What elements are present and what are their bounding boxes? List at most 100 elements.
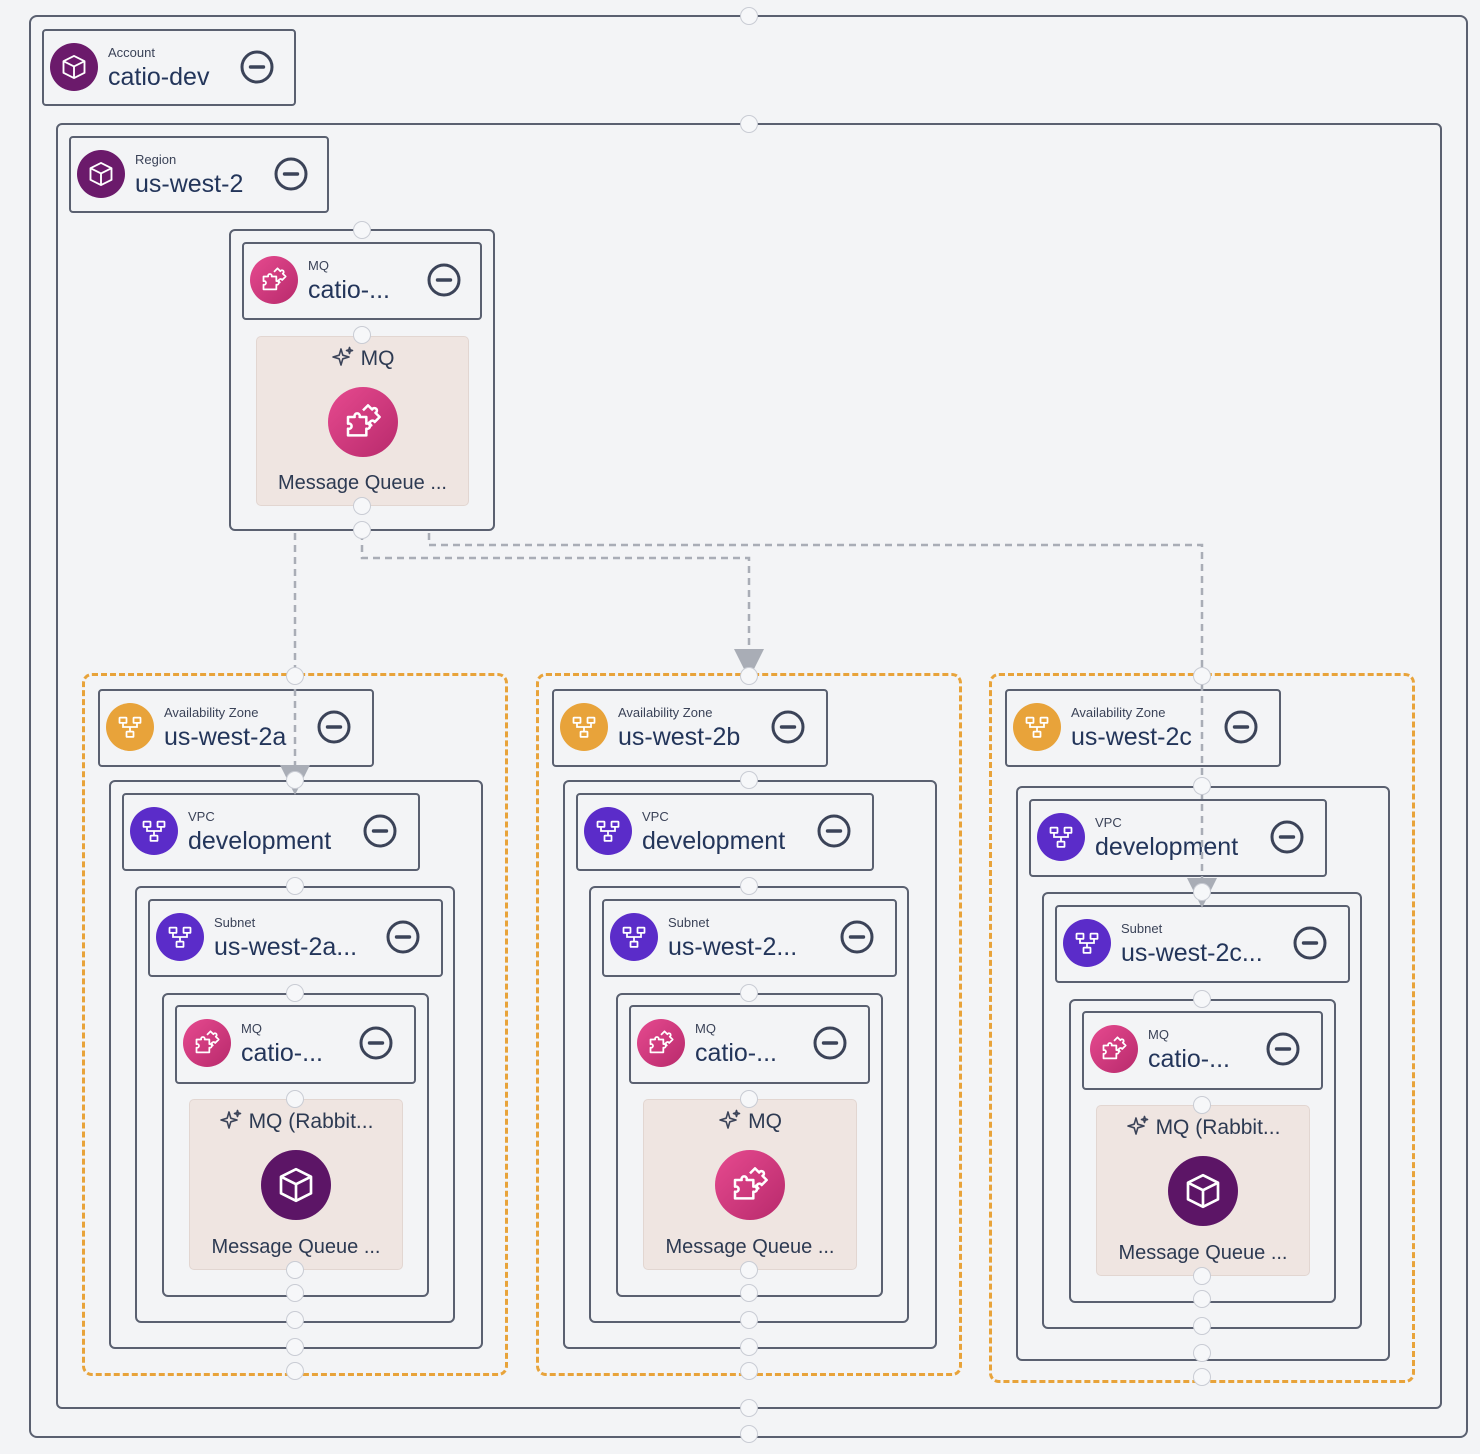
connection-handle[interactable] [740, 7, 758, 25]
vpc-header[interactable]: VPC development [122, 793, 420, 871]
connection-handle[interactable] [1193, 990, 1211, 1008]
collapse-icon[interactable] [363, 814, 397, 848]
collapse-icon[interactable] [274, 157, 308, 191]
sparkle-icon [1126, 1115, 1156, 1139]
network-icon [584, 807, 632, 855]
connection-handle[interactable] [1193, 1267, 1211, 1285]
mq-card[interactable]: MQ (Rabbit... Message Queue ... [1096, 1105, 1310, 1276]
puzzle-icon [637, 1019, 685, 1067]
vpc-caption: VPC [188, 809, 215, 824]
connection-handle[interactable] [286, 984, 304, 1002]
subnet-header[interactable]: Subnet us-west-2a... [148, 899, 443, 977]
regional-mq-header[interactable]: MQ catio-... [242, 242, 482, 320]
availability-zone-header[interactable]: Availability Zone us-west-2a [98, 689, 374, 767]
connection-handle[interactable] [740, 115, 758, 133]
puzzle-icon [183, 1019, 231, 1067]
connection-handle[interactable] [1193, 1317, 1211, 1335]
network-icon [610, 913, 658, 961]
vpc-header[interactable]: VPC development [1029, 799, 1327, 877]
mq-caption: MQ [308, 258, 329, 273]
collapse-icon[interactable] [840, 920, 874, 954]
connection-handle[interactable] [353, 521, 371, 539]
connection-handle[interactable] [353, 221, 371, 239]
connection-handle[interactable] [740, 1284, 758, 1302]
connection-handle[interactable] [353, 497, 371, 515]
collapse-icon[interactable] [359, 1026, 393, 1060]
collapse-icon[interactable] [240, 50, 274, 84]
mq-name: catio-... [241, 1039, 323, 1067]
collapse-icon[interactable] [1224, 710, 1258, 744]
connection-handle[interactable] [286, 667, 304, 685]
connection-handle[interactable] [286, 1338, 304, 1356]
regional-mq-card[interactable]: MQ Message Queue ... [256, 336, 469, 506]
subnet-name: us-west-2c... [1121, 939, 1263, 967]
collapse-icon[interactable] [386, 920, 420, 954]
collapse-icon[interactable] [1270, 820, 1304, 854]
mq-name: catio-... [308, 276, 390, 304]
region-name: us-west-2 [135, 170, 244, 198]
connection-handle[interactable] [740, 1338, 758, 1356]
mq-card[interactable]: MQ (Rabbit... Message Queue ... [189, 1099, 403, 1270]
vpc-name: development [1095, 833, 1239, 861]
connection-handle[interactable] [1193, 1344, 1211, 1362]
collapse-icon[interactable] [1266, 1032, 1300, 1066]
collapse-icon[interactable] [771, 710, 805, 744]
mq-header[interactable]: MQ catio-... [175, 1005, 416, 1084]
vpc-header[interactable]: VPC development [576, 793, 874, 871]
connection-handle[interactable] [1193, 1096, 1211, 1114]
connection-handle[interactable] [740, 771, 758, 789]
card-title: MQ (Rabbit... [248, 1110, 374, 1133]
account-header[interactable]: Account catio-dev [42, 29, 296, 106]
connection-handle[interactable] [740, 667, 758, 685]
subnet-caption: Subnet [1121, 921, 1163, 936]
connection-handle[interactable] [1193, 1290, 1211, 1308]
network-icon [156, 913, 204, 961]
connection-handle[interactable] [1193, 777, 1211, 795]
connection-handle[interactable] [286, 1261, 304, 1279]
collapse-icon[interactable] [317, 710, 351, 744]
connection-handle[interactable] [353, 326, 371, 344]
subnet-name: us-west-2... [668, 933, 798, 961]
connection-handle[interactable] [740, 1261, 758, 1279]
az-name: us-west-2b [618, 723, 741, 751]
connection-handle[interactable] [740, 1090, 758, 1108]
connection-handle[interactable] [740, 984, 758, 1002]
card-title: MQ [360, 347, 395, 370]
connection-handle[interactable] [740, 1311, 758, 1329]
connection-handle[interactable] [286, 1090, 304, 1108]
subnet-header[interactable]: Subnet us-west-2... [602, 899, 897, 977]
mq-header[interactable]: MQ catio-... [629, 1005, 870, 1084]
az-caption: Availability Zone [1071, 705, 1166, 720]
availability-zone-header[interactable]: Availability Zone us-west-2b [552, 689, 828, 767]
connection-handle[interactable] [286, 1311, 304, 1329]
sparkle-icon [718, 1109, 748, 1133]
connection-handle[interactable] [286, 877, 304, 895]
vpc-caption: VPC [1095, 815, 1122, 830]
connection-handle[interactable] [1193, 1368, 1211, 1386]
cube-icon [1168, 1156, 1238, 1226]
availability-zone-header[interactable]: Availability Zone us-west-2c [1005, 689, 1281, 767]
mq-header[interactable]: MQ catio-... [1082, 1011, 1323, 1090]
az-name: us-west-2a [164, 723, 287, 751]
vpc-name: development [188, 827, 332, 855]
edge-to-az-2c [427, 533, 1217, 908]
connection-handle[interactable] [740, 1425, 758, 1443]
az-caption: Availability Zone [164, 705, 259, 720]
collapse-icon[interactable] [427, 263, 461, 297]
cube-icon [261, 1150, 331, 1220]
connection-handle[interactable] [740, 877, 758, 895]
connection-handle[interactable] [286, 771, 304, 789]
connection-handle[interactable] [286, 1284, 304, 1302]
connection-handle[interactable] [740, 1399, 758, 1417]
collapse-icon[interactable] [817, 814, 851, 848]
connection-handle[interactable] [286, 1362, 304, 1380]
card-label: Message Queue ... [665, 1236, 835, 1258]
connection-handle[interactable] [1193, 667, 1211, 685]
connection-handle[interactable] [1193, 883, 1211, 901]
connection-handle[interactable] [740, 1362, 758, 1380]
collapse-icon[interactable] [1293, 926, 1327, 960]
subnet-name: us-west-2a... [214, 933, 358, 961]
collapse-icon[interactable] [813, 1026, 847, 1060]
region-header[interactable]: Region us-west-2 [69, 136, 329, 213]
